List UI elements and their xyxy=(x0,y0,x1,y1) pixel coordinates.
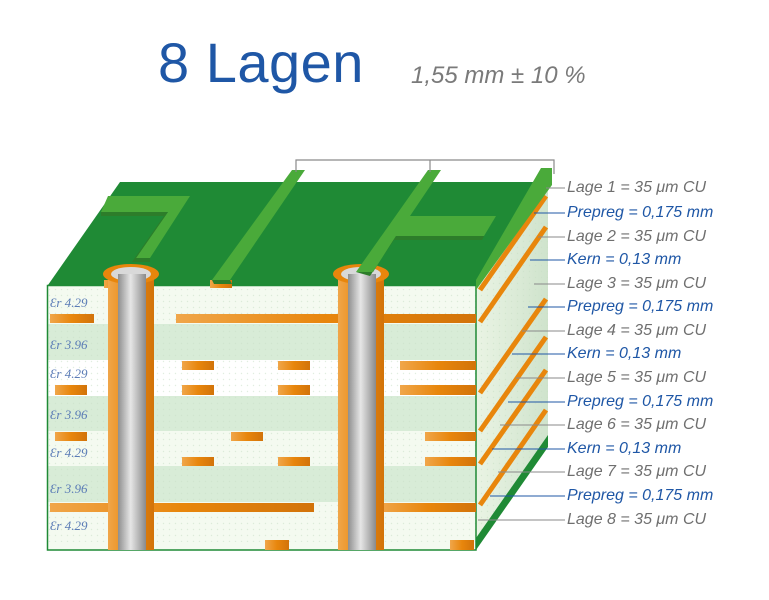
bottom-soldermask-side xyxy=(476,435,548,550)
side-copper-edges xyxy=(477,194,549,507)
diagram-title: 8 Lagen xyxy=(158,31,364,94)
dielectric-layer-label: Prepreg = 0,175 mm xyxy=(567,298,714,315)
copper-layer-label: Lage 3 = 35 μm CU xyxy=(567,275,707,292)
leader-lines xyxy=(478,187,565,521)
top-bracket xyxy=(295,159,555,174)
copper-layer-label: Lage 5 = 35 μm CU xyxy=(567,369,707,386)
copper-layer-label: Lage 7 = 35 μm CU xyxy=(567,463,707,480)
board-thickness: 1,55 mm ± 10 % xyxy=(411,62,586,89)
dielectric-layer-label: Prepreg = 0,175 mm xyxy=(567,487,714,504)
permittivity-label: Ɛr 4.29 xyxy=(50,295,88,310)
permittivity-label: Ɛr 4.29 xyxy=(50,366,88,381)
copper-layer-label: Lage 4 = 35 μm CU xyxy=(567,322,707,339)
top-traces xyxy=(101,168,552,290)
permittivity-label: Ɛr 4.29 xyxy=(50,518,88,533)
permittivity-label: Ɛr 3.96 xyxy=(50,337,88,352)
dielectric-layer-label: Prepreg = 0,175 mm xyxy=(567,204,714,221)
permittivity-label: Ɛr 3.96 xyxy=(50,481,88,496)
via-left xyxy=(103,264,159,550)
permittivity-label: Ɛr 3.96 xyxy=(50,407,88,422)
copper-layer-label: Lage 8 = 35 μm CU xyxy=(567,511,707,528)
copper-layer-label: Lage 1 = 35 μm CU xyxy=(567,179,707,196)
dielectric-layer-label: Kern = 0,13 mm xyxy=(567,251,682,268)
dielectric-layer-label: Kern = 0,13 mm xyxy=(567,345,682,362)
permittivity-label: Ɛr 4.29 xyxy=(50,445,88,460)
via-right xyxy=(333,264,389,550)
copper-layer-label: Lage 2 = 35 μm CU xyxy=(567,228,707,245)
dielectric-layer-label: Kern = 0,13 mm xyxy=(567,440,682,457)
dielectric-layer-label: Prepreg = 0,175 mm xyxy=(567,393,714,410)
copper-layer-label: Lage 6 = 35 μm CU xyxy=(567,416,707,433)
